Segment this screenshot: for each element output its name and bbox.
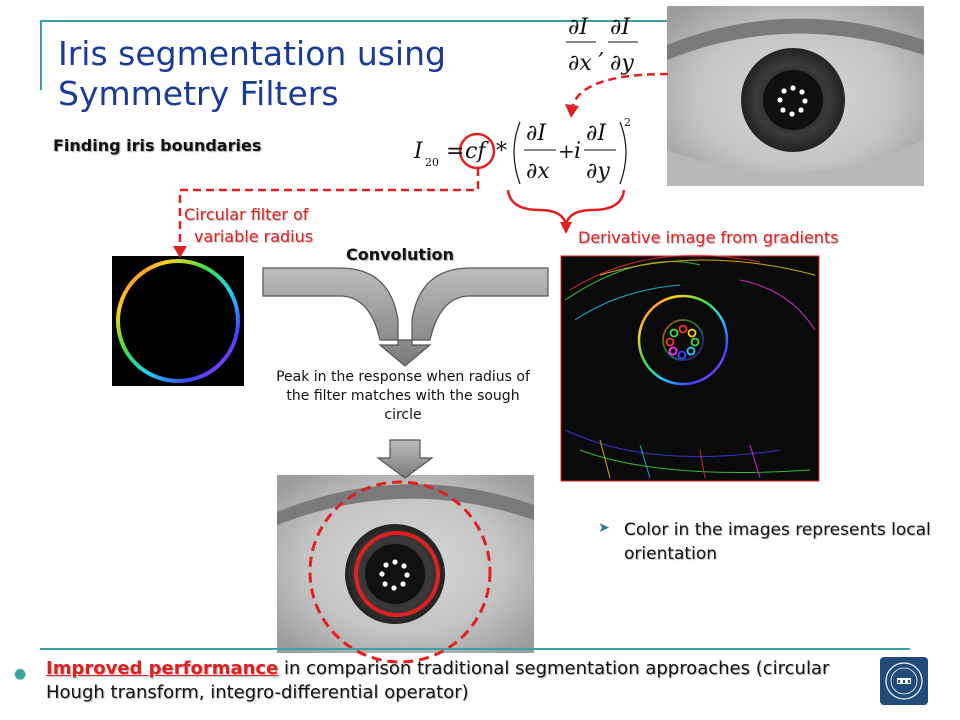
formula-subscript: 20 (425, 156, 439, 169)
convolution-label: Convolution (346, 245, 454, 264)
formula-dI-4: ∂I (586, 121, 607, 146)
formula-dy: ∂y (586, 159, 610, 184)
formula-star: * (496, 139, 507, 164)
formula-plus: + (558, 139, 575, 163)
formula-dx: ∂x (526, 159, 550, 184)
performance-rest: in comparison traditional segmentation a… (46, 658, 830, 703)
formula-top-dx: ∂x (568, 51, 592, 76)
gradient-brace (506, 189, 626, 229)
university-logo-icon (880, 657, 928, 705)
peak-response-text: Peak in the response when radius of the … (276, 369, 530, 423)
logo-seal-icon (885, 662, 923, 700)
slide-subtitle: Finding iris boundaries (53, 136, 262, 155)
orientation-note: Color in the images represents local ori… (624, 520, 931, 564)
circular-filter-label-line2: variable radius (194, 227, 314, 246)
circular-filter-label: Circular filter of variable radius (184, 204, 313, 248)
eye-connector (570, 72, 669, 109)
formula-square: 2 (624, 116, 631, 129)
title-frame-top (40, 20, 670, 22)
circular-filter-label-line1: Circular filter of (184, 205, 309, 224)
formula-i: i (574, 139, 581, 164)
performance-highlight: Improved performance (46, 658, 279, 679)
title-frame-left (40, 20, 42, 90)
note-bullet-icon: ➤ (598, 520, 610, 536)
performance-statement: Improved performance in comparison tradi… (46, 657, 866, 705)
result-eye-photo (277, 475, 534, 664)
formula-equals: = (446, 139, 464, 164)
derivative-image (560, 254, 820, 482)
convolution-arrow (262, 267, 549, 367)
formula-cf: cf (465, 139, 489, 164)
circular-filter-image (112, 256, 244, 386)
formula-top-dI-1: ∂I (568, 15, 589, 40)
slide-title: Iris segmentation using Symmetry Filters (58, 34, 446, 113)
formula-top-dI-2: ∂I (610, 15, 631, 40)
formula-top-dy: ∂y (610, 51, 634, 76)
formula-I: I (413, 139, 424, 164)
cf-highlight (458, 132, 496, 170)
formula-dI-3: ∂I (526, 121, 547, 146)
bottom-bullet-icon: ● (14, 666, 27, 682)
formula-top-comma: , (598, 35, 604, 59)
bottom-divider (40, 648, 910, 650)
down-arrow (376, 439, 434, 479)
derivative-image-label: Derivative image from gradients (578, 228, 839, 247)
top-eye-photo (667, 6, 924, 186)
